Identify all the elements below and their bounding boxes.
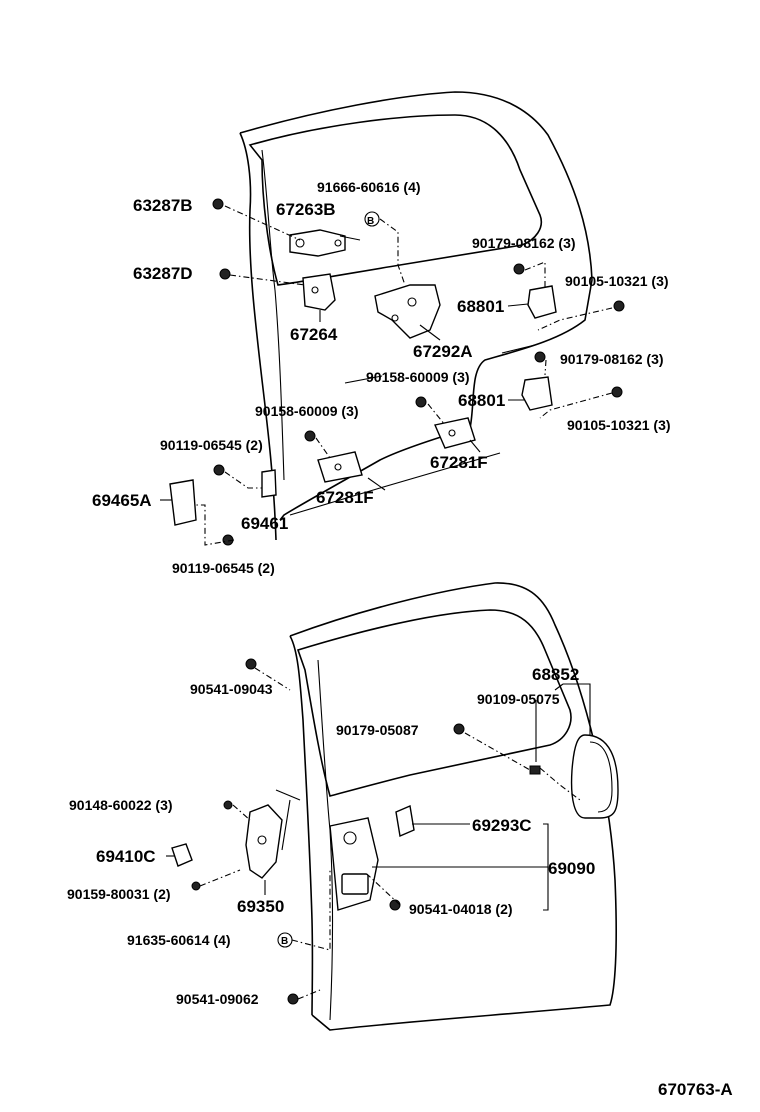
diagram-code: 670763-A: [658, 1080, 733, 1099]
lower-door-panel: [289, 582, 617, 1031]
label-69350: 69350: [237, 897, 284, 916]
bracket-69461-part: [261, 469, 277, 498]
label-68801-a: 68801: [457, 297, 504, 316]
label-90159-80031: 90159-80031 (2): [67, 886, 171, 902]
bracket-67281f-right-part: [434, 417, 476, 449]
label-67281f-b: 67281F: [316, 488, 374, 507]
bracket-69465a-part: [169, 479, 197, 526]
label-69410c: 69410C: [96, 847, 156, 866]
label-90119-06545-a: 90119-06545 (2): [160, 437, 263, 453]
label-69090: 69090: [548, 859, 595, 878]
label-91666-60616: 91666-60616 (4): [317, 179, 421, 195]
link-69293c-part: [395, 805, 415, 837]
label-69293c: 69293C: [472, 816, 532, 835]
bracket-69410c-part: [171, 843, 193, 867]
label-90158-60009-a: 90158-60009 (3): [366, 369, 470, 385]
label-67292a: 67292A: [413, 342, 473, 361]
label-68801-b: 68801: [458, 391, 505, 410]
label-90541-09062: 90541-09062: [176, 991, 259, 1007]
label-67263b: 67263B: [276, 200, 336, 219]
window-glass-68852-part: [570, 734, 619, 819]
hinge-68801-upper-part: [527, 285, 557, 319]
label-63287d: 63287D: [133, 264, 193, 283]
bolts-upper: [212, 198, 625, 546]
label-69461: 69461: [241, 514, 288, 533]
upper-door-panel: [239, 91, 593, 541]
bolts-lower: [191, 658, 465, 1005]
label-90541-04018: 90541-04018 (2): [409, 901, 513, 917]
label-67281f-a: 67281F: [430, 453, 488, 472]
label-68852: 68852: [532, 665, 579, 684]
bracket-67292a-part: [374, 284, 441, 339]
label-90105-10321-b: 90105-10321 (3): [567, 417, 671, 433]
circle-b-bottom: B: [281, 936, 288, 947]
clip-90109-part: [529, 765, 541, 775]
label-90179-05087: 90179-05087: [336, 722, 419, 738]
hinge-68801-lower-part: [521, 376, 553, 411]
bracket-67263b-part: [289, 229, 346, 257]
label-90148-60022: 90148-60022 (3): [69, 797, 173, 813]
label-67264: 67264: [290, 325, 338, 344]
label-90541-09043: 90541-09043: [190, 681, 273, 697]
label-90105-10321-a: 90105-10321 (3): [565, 273, 669, 289]
label-90158-60009-b: 90158-60009 (3): [255, 403, 359, 419]
bracket-67281f-left-part: [317, 451, 363, 483]
label-91635-60614: 91635-60614 (4): [127, 932, 231, 948]
label-63287b: 63287B: [133, 196, 193, 215]
leader-lines-lower: [166, 667, 591, 1000]
handle-69090-part: [329, 817, 379, 911]
label-90179-08162-b: 90179-08162 (3): [560, 351, 664, 367]
label-90109-05075: 90109-05075: [477, 691, 560, 707]
lock-rod-69350-part: [245, 789, 301, 879]
circle-b-top: B: [367, 216, 374, 227]
label-69465a: 69465A: [92, 491, 152, 510]
label-90179-08162-a: 90179-08162 (3): [472, 235, 576, 251]
bracket-67264-part: [302, 273, 336, 311]
leader-lines-upper: [160, 205, 613, 546]
label-90119-06545-b: 90119-06545 (2): [172, 560, 275, 576]
